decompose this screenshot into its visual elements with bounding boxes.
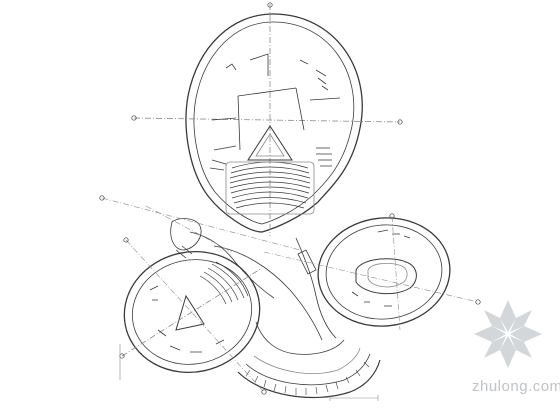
bottom-arc-innermost (253, 347, 361, 374)
bottom-arc-seat-ticks (245, 361, 370, 395)
upper-axis-horizontal (133, 117, 401, 123)
axis-marker (99, 195, 105, 201)
axis-cross (145, 205, 233, 253)
left-hall-inner-wall (131, 259, 253, 365)
axis-marker (389, 213, 395, 219)
upper-stair-marks (225, 59, 329, 91)
left-hall-stage-triangle (175, 294, 205, 331)
left-oval-hall (121, 250, 263, 374)
axis-marker (397, 119, 403, 125)
axis-diagonal-left (101, 197, 301, 251)
corridor-curve-left (189, 231, 275, 299)
bottom-arc-outer (237, 359, 381, 399)
left-hall-seating (199, 261, 249, 305)
bottom-arc-wing (237, 321, 381, 399)
upper-auditorium-seating (229, 161, 311, 209)
lobby-curve (213, 245, 323, 341)
right-hall-marks (351, 229, 411, 307)
upper-egg-hall (133, 4, 401, 236)
right-oval-hall (317, 217, 451, 327)
left-hall-outer-wall (123, 250, 261, 374)
right-hall-inner-wall (325, 224, 443, 320)
zhulong-flower-logo-icon (474, 300, 542, 368)
axis-marker (267, 2, 273, 8)
axis-marker (123, 237, 129, 243)
axis-steep (125, 239, 265, 393)
axis-markers (99, 2, 481, 395)
left-hall-marks (149, 285, 225, 353)
watermark: zhulong.com (466, 292, 560, 402)
upper-room-dividers (209, 147, 332, 171)
upper-hall-inner-wall (193, 21, 355, 225)
axis-marker (261, 389, 267, 395)
left-hall-diagonal-axis (121, 267, 263, 357)
stage-triangle (247, 125, 293, 161)
lobby-stairs (175, 245, 317, 275)
dimension-line-bottom (329, 395, 379, 401)
right-hall-stage (355, 258, 417, 295)
upper-hall-outer-wall (185, 13, 363, 233)
lobby-shape (170, 218, 202, 251)
site-axis-lines (101, 197, 479, 393)
axis-right-vertical (391, 215, 401, 331)
corridor-curve-right (295, 237, 337, 339)
axis-marker (131, 115, 137, 121)
bottom-link (255, 321, 345, 355)
central-corridor (170, 218, 337, 341)
right-hall-outer-wall (317, 217, 451, 327)
bottom-arc-inner (245, 353, 371, 386)
stage-inner-triangle (255, 133, 285, 157)
right-hall-stage-inner (367, 262, 408, 288)
watermark-text: zhulong.com (472, 378, 560, 395)
upper-partition-lines (211, 53, 341, 151)
axis-marker (475, 299, 481, 305)
upper-seating-block-frame (225, 161, 315, 215)
axis-diagonal-right (263, 251, 479, 303)
